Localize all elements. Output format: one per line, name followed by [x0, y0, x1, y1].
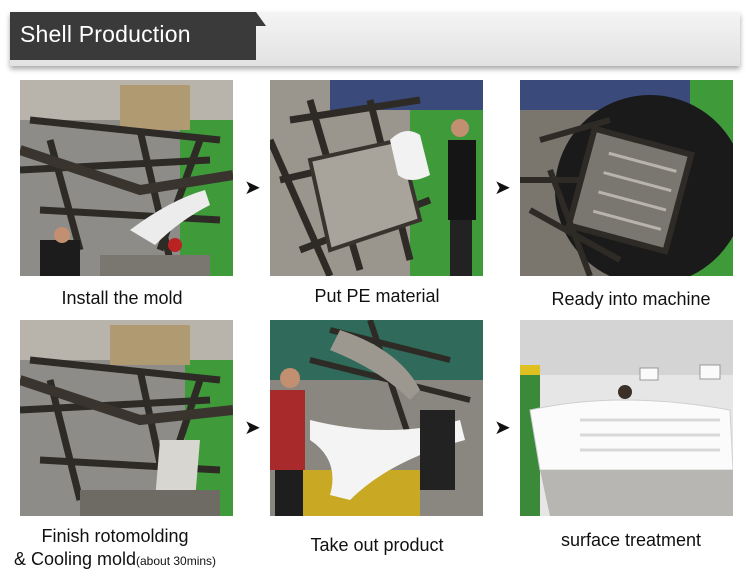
arrow-icon: ➤: [494, 417, 511, 439]
caption-ready-into-machine: Ready into machine: [551, 289, 711, 309]
caption-cooling-line2: & Cooling mold: [13, 549, 136, 569]
photo-finish-rotomolding: [20, 320, 233, 516]
caption-finish-rotomolding: Finish rotomolding: [0, 525, 240, 548]
caption-finish-line1: Finish rotomolding: [41, 526, 189, 546]
photo-ready-into-machine: [520, 80, 733, 276]
photo-put-pe-material: [270, 80, 483, 276]
photo-take-out-product: [270, 320, 483, 516]
photo-install-mold: [20, 80, 233, 276]
arrow-icon: ➤: [244, 417, 261, 439]
caption-take-out-product: Take out product: [310, 535, 444, 555]
caption-put-pe-material: Put PE material: [314, 286, 440, 306]
arrow-icon: ➤: [494, 177, 511, 199]
caption-surface-treatment: surface treatment: [560, 530, 702, 550]
arrow-icon: ➤: [244, 177, 261, 199]
caption-cooling-note: (about 30mins): [136, 554, 217, 568]
page-title: Shell Production: [20, 21, 191, 47]
photo-surface-treatment: [520, 320, 733, 516]
caption-cooling-mold: & Cooling mold(about 30mins): [0, 548, 240, 573]
caption-install-mold: Install the mold: [61, 288, 183, 308]
header-tab: [10, 12, 266, 60]
